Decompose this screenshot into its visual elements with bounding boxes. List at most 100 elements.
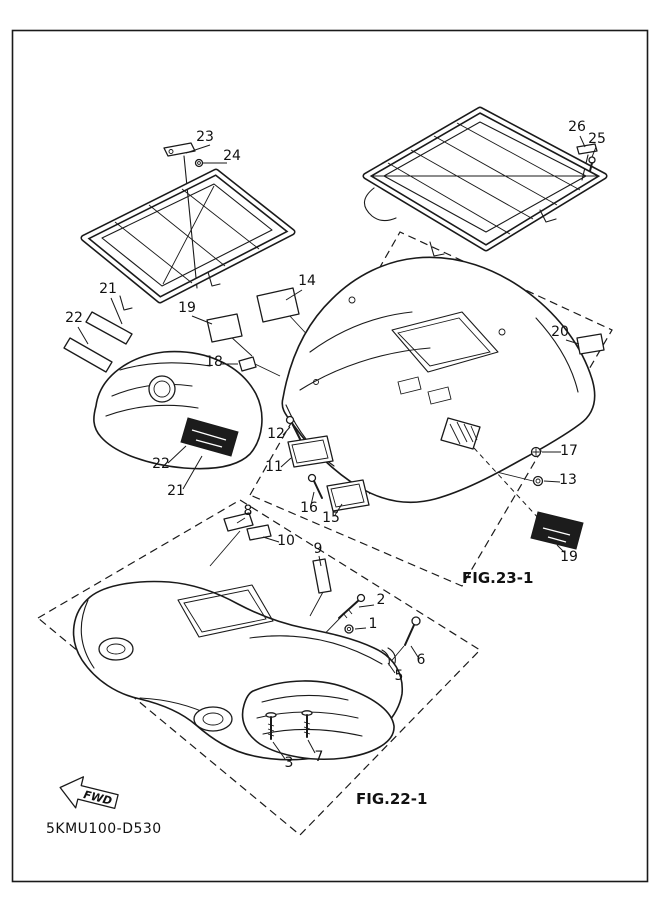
callout-leader-5 — [387, 662, 396, 674]
figure-label-fig-23-1: FIG.23-1 — [462, 569, 533, 587]
drawing-number: 5KMU100-D530 — [46, 821, 162, 837]
rear-rack-rail-inner — [364, 108, 606, 250]
callout-leader-22a — [77, 326, 89, 345]
callout-leader-14 — [285, 289, 303, 301]
rear-rack-slats — [372, 122, 598, 235]
callout-number-12: 12 — [267, 426, 285, 442]
callout-number-8: 8 — [244, 503, 253, 519]
callout-number-15: 15 — [322, 510, 340, 526]
callout-number-14: 14 — [298, 273, 316, 289]
headlight-pod-left — [98, 637, 134, 661]
callout-leader-1 — [354, 627, 367, 630]
body-ridge-line-2 — [299, 347, 431, 391]
callout-number-9: 9 — [314, 541, 323, 557]
callout-number-17: 17 — [560, 443, 578, 459]
callout-number-21a: 21 — [99, 281, 117, 297]
callout-leader-6 — [410, 645, 419, 658]
callout-number-24: 24 — [223, 148, 241, 164]
bracket-part-26 — [576, 143, 598, 155]
washer-part-24 — [194, 158, 204, 168]
body-cargo-opening-inner — [397, 317, 491, 367]
callout-leader-16 — [310, 491, 315, 506]
rear-rack-brackets — [429, 209, 557, 257]
emblem-plate-19-bottom — [530, 511, 584, 550]
rear-rack-handle — [363, 187, 397, 222]
body-mount-hole-1 — [348, 296, 356, 304]
bolt-part-16 — [307, 473, 323, 499]
fender-right-arch — [249, 635, 383, 665]
callout-leader-21b — [182, 455, 203, 490]
callout-number-3: 3 — [285, 755, 294, 771]
callout-leader-19c — [556, 544, 566, 554]
screw-part-3 — [265, 712, 277, 740]
front-rack-brackets — [119, 271, 221, 311]
reflector-plate-15 — [326, 479, 370, 512]
decal-part-10 — [246, 524, 272, 541]
fuel-cap — [148, 375, 176, 403]
callout-leader-10 — [262, 536, 280, 543]
callout-number-20: 20 — [551, 324, 569, 340]
callout-number-22b: 22 — [152, 456, 170, 472]
callout-number-10: 10 — [277, 533, 295, 549]
body-mount-hole-3 — [313, 379, 319, 385]
callout-number-22a: 22 — [65, 310, 83, 326]
headlight-lens-left — [106, 643, 126, 655]
bracket-23-connector-line — [183, 155, 198, 289]
decal-part-20 — [576, 333, 605, 355]
rear-body-assembly — [281, 256, 596, 504]
bolt-part-2 — [338, 593, 366, 619]
screw-part-17 — [530, 446, 542, 458]
rear-carrier-rack — [362, 106, 608, 257]
front-rack-slats — [114, 185, 260, 285]
callout-leader-11 — [280, 457, 292, 468]
nut-part-1 — [344, 624, 354, 634]
callout-number-1: 1 — [369, 616, 378, 632]
callout-number-6: 6 — [417, 652, 426, 668]
page-border — [11, 29, 649, 883]
fender-center-opening-inner — [183, 589, 267, 633]
reflector-plate-11 — [287, 435, 334, 468]
fuel-cap-inner — [153, 380, 171, 398]
emblem-connector-dashed — [473, 447, 541, 521]
clip-part-18 — [238, 356, 257, 372]
bracket-part-23 — [163, 142, 196, 157]
callout-leader-23 — [185, 144, 211, 154]
body-mount-hole-2 — [498, 328, 506, 336]
callout-leader-15 — [334, 503, 343, 516]
callout-leader-20 — [565, 339, 580, 345]
decal-part-19-top — [206, 313, 243, 343]
callout-leader-3 — [272, 741, 286, 760]
tank-emblem-decal — [180, 417, 239, 457]
callout-number-18: 18 — [205, 354, 223, 370]
fwd-arrow: FWD — [59, 776, 119, 809]
callout-leader-7 — [307, 739, 316, 754]
stripe-decal-22-top — [63, 337, 113, 373]
headlight-pod-right — [193, 706, 233, 732]
tank-seam-line — [119, 362, 211, 371]
figure-label-fig-22-1: FIG.22-1 — [356, 790, 427, 808]
tank-stripe-lower — [105, 404, 199, 417]
callout-number-2: 2 — [377, 592, 386, 608]
callout-leader-9 — [318, 555, 322, 567]
front-carrier-rack — [80, 155, 296, 311]
body-hatched-decal — [440, 417, 481, 450]
washer-part-13 — [532, 475, 544, 487]
callout-number-19c: 19 — [560, 549, 578, 565]
callout-number-13: 13 — [559, 472, 577, 488]
stripe-decal-21-top — [85, 311, 133, 345]
front-rack-platform — [101, 183, 273, 287]
callout-number-5: 5 — [395, 668, 404, 684]
bolt-part-12 — [285, 415, 302, 442]
bolt-part-6 — [404, 616, 421, 646]
fender-left-arch — [80, 599, 95, 669]
callout-number-16: 16 — [300, 500, 318, 516]
callout-leader-21a — [110, 297, 123, 325]
callout-leader-13 — [543, 480, 561, 483]
body-right-contour — [535, 317, 579, 393]
trim-strip-9 — [312, 558, 332, 594]
callout-leader-19a — [191, 315, 213, 325]
front-rack-rail-inner — [82, 170, 294, 302]
